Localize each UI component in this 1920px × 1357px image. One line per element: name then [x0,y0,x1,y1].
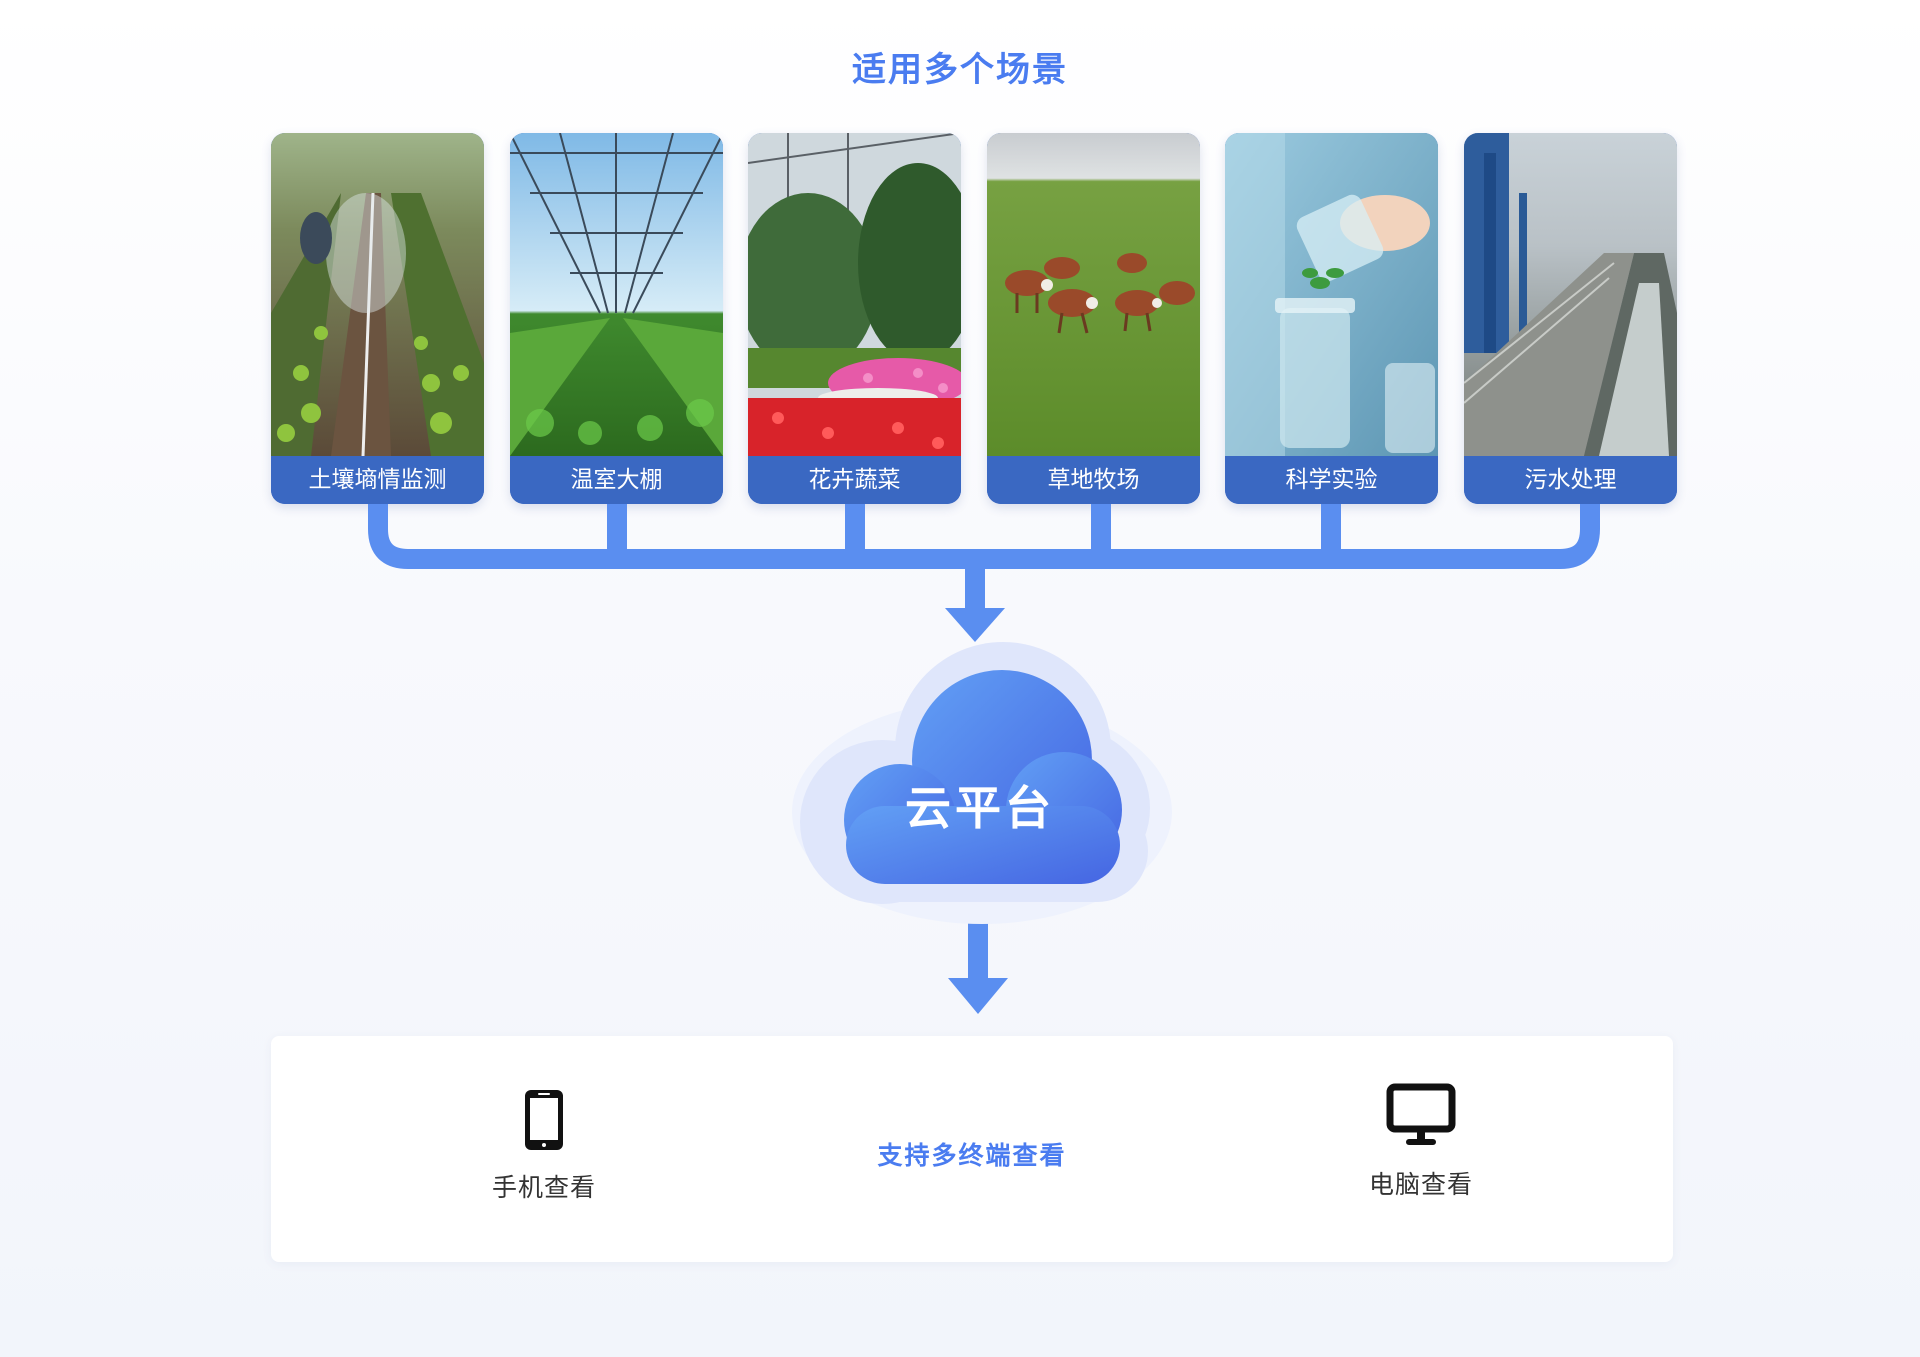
page-title: 适用多个场景 [852,50,1068,90]
scenario-card-greenhouse[interactable]: 温室大棚 [510,133,723,504]
phone-icon [444,1088,644,1156]
mobile-terminal-label: 手机查看 [491,1173,596,1202]
flower-garden-photo [748,133,961,456]
mobile-terminal[interactable]: 手机查看 [444,1088,644,1204]
monitor-icon [1321,1083,1521,1153]
scenario-label: 花卉蔬菜 [748,456,961,504]
lab-experiment-photo [1225,133,1438,456]
arrow-down-icon [945,608,1005,642]
desktop-terminal[interactable]: 电脑查看 [1321,1083,1521,1201]
terminal-panel: 手机查看 支持多终端查看 电脑查看 [271,1036,1673,1262]
multi-terminal-text: 支持多终端查看 [877,1141,1067,1170]
greenhouse-photo [510,133,723,456]
scenario-label: 土壤墒情监测 [271,456,484,504]
scenario-label: 草地牧场 [987,456,1200,504]
scenario-card-flowers[interactable]: 花卉蔬菜 [748,133,961,504]
scenario-label: 温室大棚 [510,456,723,504]
arrow-down-icon [948,978,1008,1014]
sewage-treatment-photo [1464,133,1677,456]
pasture-cattle-photo [987,133,1200,456]
irrigation-field-photo [271,133,484,456]
scenario-card-lab[interactable]: 科学实验 [1225,133,1438,504]
scenario-label: 科学实验 [1225,456,1438,504]
scenario-card-pasture[interactable]: 草地牧场 [987,133,1200,504]
connector-bus [368,504,1600,569]
scenario-card-soil[interactable]: 土壤墒情监测 [271,133,484,504]
scenario-label: 污水处理 [1464,456,1677,504]
desktop-terminal-label: 电脑查看 [1368,1170,1473,1199]
cloud-platform-label: 云平台 [905,781,1055,835]
scenario-card-sewage[interactable]: 污水处理 [1464,133,1677,504]
